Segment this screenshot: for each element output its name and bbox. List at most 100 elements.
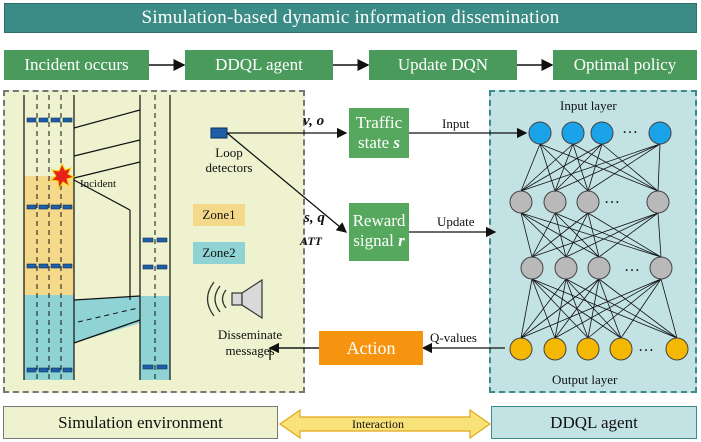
network-edge xyxy=(587,212,662,258)
network-edge xyxy=(601,143,659,192)
network-edge xyxy=(531,212,659,258)
input-node xyxy=(648,121,672,145)
reward-variables: s, q xyxy=(304,210,325,226)
network-edges xyxy=(520,143,678,339)
network-edge xyxy=(598,278,622,339)
loop-detectors-label: Loop detectors xyxy=(205,145,253,175)
input-label: Input xyxy=(442,116,470,131)
network-edge xyxy=(531,212,589,258)
traffic-state-line2: state xyxy=(357,133,390,152)
hidden2-node xyxy=(587,256,611,280)
zone2-legend: Zone2 xyxy=(193,242,245,264)
network-edge xyxy=(531,212,556,258)
zone2-ramp xyxy=(74,296,150,343)
network-edge xyxy=(587,278,600,339)
incident-icon xyxy=(49,162,76,190)
network-edge xyxy=(598,212,659,258)
traffic-state-box: Traffic state s xyxy=(349,108,409,158)
hidden1-node xyxy=(576,190,600,214)
hidden1-node xyxy=(646,190,670,214)
network-edge xyxy=(572,143,589,192)
flow-step-policy: Optimal policy xyxy=(553,50,697,80)
loop-detector-markers xyxy=(26,117,168,373)
reward-signal-line1: Reward xyxy=(352,211,406,230)
hidden1-node xyxy=(509,190,533,214)
network-nodes xyxy=(509,121,689,361)
flow-step-update: Update DQN xyxy=(369,50,517,80)
network-edge xyxy=(587,212,600,258)
speaker-icon xyxy=(231,278,263,320)
network-edge xyxy=(520,278,567,339)
network-edge xyxy=(554,143,603,192)
disseminate-label: Disseminate messages xyxy=(217,327,283,358)
network-edge xyxy=(531,278,622,339)
input-node xyxy=(590,121,614,145)
network-edge xyxy=(620,278,662,339)
traffic-state-line1: Traffic xyxy=(355,113,403,132)
update-label: Update xyxy=(437,214,475,229)
output-node xyxy=(609,337,633,361)
network-edge xyxy=(520,278,533,339)
input-node xyxy=(561,121,585,145)
hidden2-node xyxy=(554,256,578,280)
network-edge xyxy=(565,278,678,339)
network-edge xyxy=(520,143,574,192)
network-edge xyxy=(657,212,662,258)
detector-to-reward-arrow xyxy=(226,132,347,233)
flow-step-incident: Incident occurs xyxy=(4,50,149,80)
ellipsis-hidden1: … xyxy=(604,190,620,207)
state-variables: v, o xyxy=(303,113,325,129)
output-node xyxy=(509,337,533,361)
network-edge xyxy=(520,278,600,339)
network-edge xyxy=(572,143,659,192)
network-edge xyxy=(565,212,589,258)
network-edge xyxy=(657,143,661,192)
output-node xyxy=(665,337,689,361)
reward-extra-variable: ATT xyxy=(300,234,323,248)
network-edge xyxy=(554,212,662,258)
network-edge xyxy=(587,278,662,339)
state-symbol: s xyxy=(393,133,401,152)
simulation-environment-label: Simulation environment xyxy=(3,406,278,439)
ellipsis-hidden2: … xyxy=(624,258,640,275)
output-layer-label: Output layer xyxy=(552,372,618,387)
network-edge xyxy=(554,278,600,339)
flow-step-agent: DDQL agent xyxy=(185,50,333,80)
input-layer-label: Input layer xyxy=(560,98,617,113)
network-edge xyxy=(520,278,662,339)
hidden1-node xyxy=(543,190,567,214)
network-edge xyxy=(554,143,661,192)
network-edge xyxy=(520,212,533,258)
ellipsis-output: … xyxy=(638,338,654,355)
network-edge xyxy=(660,278,678,339)
incident-label: Incident xyxy=(80,178,117,190)
qvalues-label: Q-values xyxy=(430,330,477,345)
ddql-agent-label: DDQL agent xyxy=(491,406,697,439)
output-node xyxy=(543,337,567,361)
network-edge xyxy=(587,143,603,192)
reward-symbol: r xyxy=(398,231,405,250)
network-edge xyxy=(520,143,603,192)
action-box: Action xyxy=(319,331,423,365)
network-edge xyxy=(598,278,678,339)
network-edge xyxy=(565,212,659,258)
input-node xyxy=(528,121,552,145)
diagram-title: Simulation-based dynamic information dis… xyxy=(4,3,697,33)
network-edge xyxy=(520,212,662,258)
output-node xyxy=(576,337,600,361)
network-edge xyxy=(520,143,661,192)
loop-detector-icon xyxy=(210,127,228,139)
reward-signal-box: Reward signal r xyxy=(349,203,409,261)
zone1-legend: Zone1 xyxy=(193,204,245,226)
network-edge xyxy=(539,143,659,192)
network-edge xyxy=(554,278,662,339)
ellipsis-input: … xyxy=(622,120,638,137)
network-edge xyxy=(587,143,661,192)
hidden2-node xyxy=(649,256,673,280)
network-edge xyxy=(520,143,541,192)
interaction-arrow xyxy=(278,408,492,440)
reward-signal-line2: signal xyxy=(353,231,394,250)
interaction-label: Interaction xyxy=(352,417,404,431)
network-edge xyxy=(531,278,678,339)
